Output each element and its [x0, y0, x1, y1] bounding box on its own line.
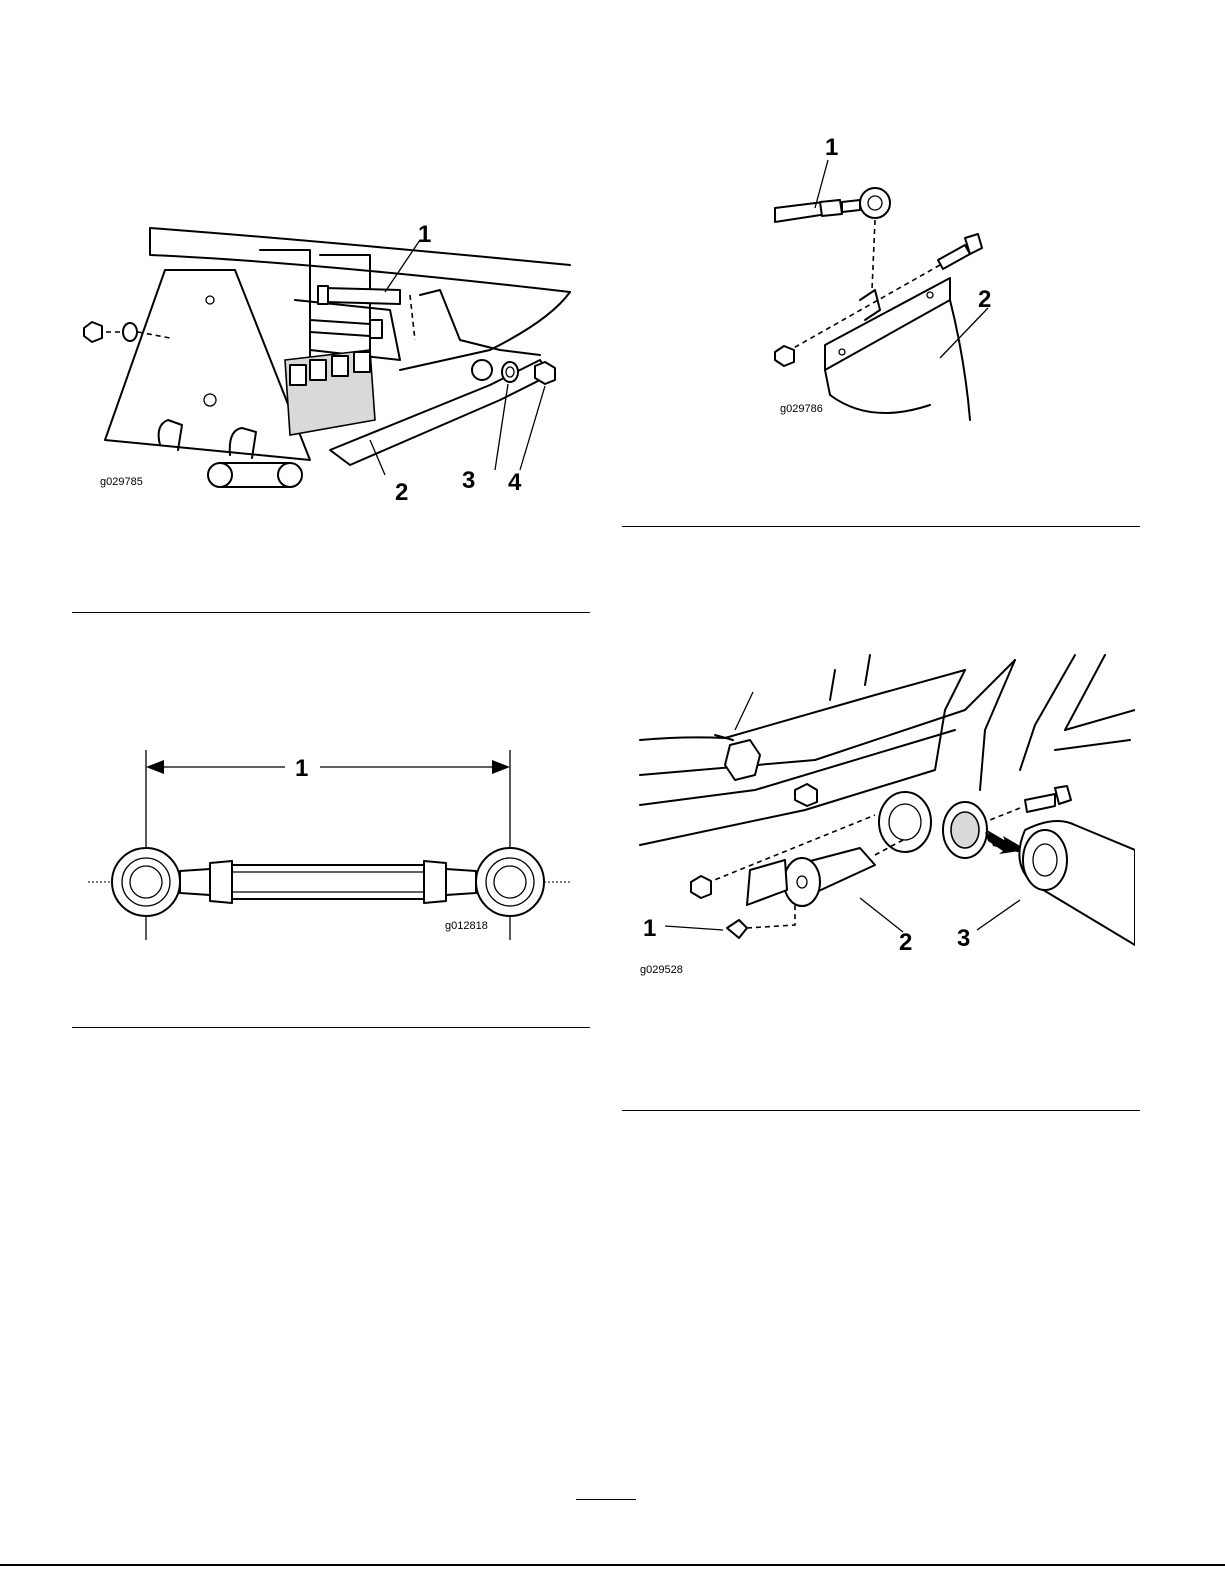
figure-rod-length: 1 g012818 [80, 745, 580, 945]
figure-separator [72, 612, 590, 613]
figure-id: g029785 [100, 476, 143, 488]
figure-rod-end-plate: 1 2 g029786 [760, 130, 1030, 430]
callout-1: 1 [643, 915, 656, 942]
callout-2: 2 [978, 286, 991, 313]
figure-cylinder-pin-drawing: 1 2 3 g029528 [635, 650, 1135, 990]
callout-2: 2 [899, 929, 912, 956]
callout-1: 1 [418, 221, 431, 248]
figure-cylinder-pin: 1 2 3 g029528 [635, 650, 1135, 990]
figure-id: g029528 [640, 964, 683, 976]
figure-mount-assembly: 1 2 3 4 g029785 [70, 200, 590, 510]
figure-mount-assembly-drawing: 1 2 3 4 g029785 [70, 200, 590, 510]
callout-3: 3 [462, 467, 475, 494]
callout-1: 1 [825, 134, 838, 161]
figure-rod-length-drawing: 1 g012818 [80, 745, 580, 945]
figure-separator [72, 1027, 590, 1028]
figure-id: g029786 [780, 403, 823, 415]
figure-id: g012818 [445, 920, 488, 932]
callout-2: 2 [395, 479, 408, 506]
callout-3: 3 [957, 925, 970, 952]
figure-separator [622, 526, 1140, 527]
page-footer-rule [0, 1564, 1225, 1566]
page-number-underline [576, 1499, 636, 1500]
figure-rod-end-plate-drawing: 1 2 g029786 [760, 130, 1030, 430]
callout-1: 1 [295, 755, 308, 782]
callout-4: 4 [508, 469, 522, 496]
figure-separator [622, 1110, 1140, 1111]
